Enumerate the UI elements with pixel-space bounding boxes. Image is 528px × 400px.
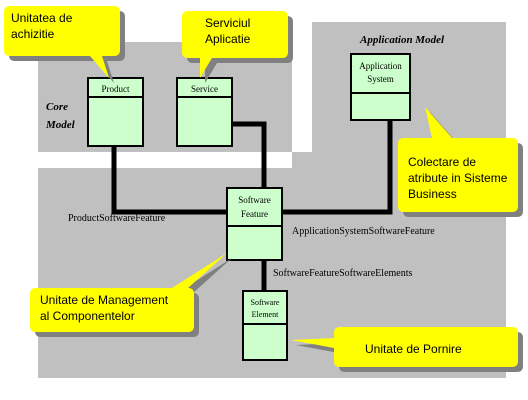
class-software-feature-label-line1: Software: [238, 195, 271, 205]
callout-serviciul-aplicatie: Serviciul Aplicatie: [182, 11, 293, 83]
relationship-appsystem-feature-label: ApplicationSystemSoftwareFeature: [292, 226, 435, 237]
callout-pornire-text: Unitate de Pornire: [365, 342, 462, 356]
callout-management-text-line1: Unitate de Management: [40, 293, 169, 307]
callout-colectare-atribute: Colectare de atribute in Sisteme Busines…: [398, 107, 523, 217]
class-product[interactable]: Product: [87, 77, 144, 147]
region-gap-white: [38, 152, 312, 168]
class-product-label: Product: [102, 84, 130, 94]
region-gap-fill: [292, 152, 312, 168]
class-software-element[interactable]: Software Element: [242, 290, 288, 361]
callout-unitatea-text-line1: Unitatea de: [11, 11, 73, 25]
class-application-system-label-line1: Application: [359, 61, 402, 71]
relationship-product-feature-label: ProductSoftwareFeature: [68, 213, 166, 224]
connector-appsystem-feature: [282, 120, 393, 215]
class-service-label: Service: [191, 84, 218, 94]
class-application-system[interactable]: Application System: [350, 53, 411, 121]
callout-colectare-text-line1: Colectare de: [408, 155, 476, 169]
callout-unitate-de-management: Unitate de Management al Componentelor: [30, 253, 232, 337]
core-model-label-line2: Model: [45, 119, 76, 131]
application-model-label: Application Model: [359, 34, 445, 46]
callout-unitatea-de-achizitie: Unitatea de achizitie: [4, 6, 125, 83]
class-service[interactable]: Service: [176, 77, 233, 147]
core-model-label-line1: Core: [46, 101, 68, 113]
class-software-feature[interactable]: Software Feature: [226, 187, 283, 261]
class-software-element-label-line1: Software: [251, 298, 280, 307]
callout-unitate-de-pornire: Unitate de Pornire: [291, 327, 523, 372]
callout-unitatea-text-line2: achizitie: [11, 27, 55, 41]
callout-serviciul-text-line2: Aplicatie: [205, 32, 251, 46]
relationship-feature-elements-label: SoftwareFeatureSoftwareElements: [273, 268, 413, 279]
class-software-feature-label-line2: Feature: [241, 209, 268, 219]
callout-colectare-text-line2: atribute in Sisteme: [408, 171, 508, 185]
class-application-system-label-line2: System: [367, 74, 394, 84]
connector-product-feature: [111, 145, 228, 215]
callout-management-text-line2: al Componentelor: [40, 309, 135, 323]
callout-serviciul-text-line1: Serviciul: [205, 16, 250, 30]
class-software-element-label-line2: Element: [252, 310, 279, 319]
callout-colectare-text-line3: Business: [408, 187, 457, 201]
